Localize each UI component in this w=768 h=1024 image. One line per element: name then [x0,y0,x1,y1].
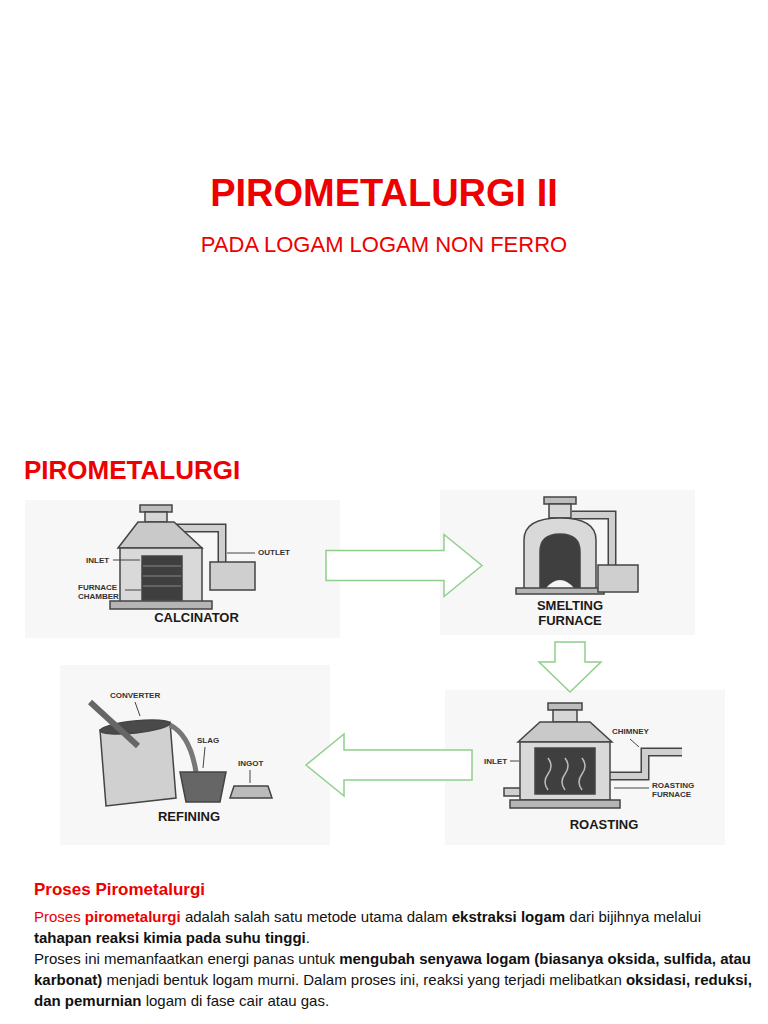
leader-line [227,553,255,554]
chimney-cap [140,505,172,512]
process-stage: REFINING [80,685,298,830]
part-label: INLET [484,757,507,766]
flow-arrow [306,734,472,796]
text-heading: Proses Pirometalurgi [34,880,205,900]
paragraph-line: Proses ini memanfaatkan energi panas unt… [34,948,756,1011]
paragraph-run: pirometalurgi [85,908,181,925]
paragraph-run: Proses [34,908,85,925]
paragraph-line: Proses pirometalurgi adalah salah satu m… [34,906,756,948]
roof [518,722,612,742]
fumes [545,758,585,790]
fume-line [545,758,551,790]
slide-title: PIROMETALURGI II [0,172,768,215]
paragraph-run: menjadi bentuk logam murni. Dalam proses… [102,971,626,988]
part-label: ROASTING FURNACE [652,781,708,799]
paragraph-run: dari bijihnya melalui [565,908,701,925]
paragraph-run: adalah salah satu metode utama dalam [181,908,452,925]
process-stage: CALCINATOR [75,500,318,631]
furnace-base [510,800,620,808]
section-heading: PIROMETALURGI [24,455,240,486]
chimney-neck [549,504,571,518]
fume-line [579,758,585,790]
slag-pot [180,772,226,802]
grille-bar [143,566,181,567]
paragraph-run: Proses ini memanfaatkan energi panas unt… [34,950,339,967]
chamber-grille [143,566,181,586]
furnace-base [516,588,604,594]
stage-caption: ROASTING [480,817,728,832]
grille-bar [143,586,181,587]
leader-line [203,747,205,768]
chimney-pipe-inner [608,752,682,776]
leader-line [113,560,140,561]
paragraph-run: logam di fase cair atau gas. [142,992,330,1009]
flow-arrow [326,535,482,597]
lance-rod [90,702,138,746]
furnace-chamber [142,556,182,600]
flow-arrow [539,642,601,692]
part-label: CONVERTER [110,691,160,700]
chimney-neck [145,512,167,522]
furnace-base [110,601,212,609]
roof [118,522,202,548]
panel [25,500,340,638]
part-label: CHIMNEY [612,727,649,736]
molten-charge [546,580,574,588]
tank [598,565,638,592]
part-label: INGOT [238,759,263,768]
fume-line [562,758,568,790]
chimney-cap [544,497,576,504]
panel [60,665,330,845]
furnace-body [120,548,202,602]
grille-bar [143,576,181,577]
part-label: SLAG [197,736,219,745]
stage-caption: SMELTING FURNACE [515,598,625,628]
furnace-opening [540,534,580,588]
chimney-neck [553,710,577,722]
refining-drawing [90,702,272,806]
part-label: FURNACE CHAMBER [78,583,124,601]
converter-vessel [100,722,176,806]
part-label: OUTLET [258,548,290,557]
process-stage: SMELTING FURNACE [490,490,650,634]
chimney-pipe [608,752,682,776]
furnace-body [520,742,610,800]
leader-line [614,788,649,789]
stage-caption: CALCINATOR [75,610,318,625]
leader-line [630,739,639,747]
part-label: INLET [86,556,109,565]
stage-caption: REFINING [80,809,298,824]
leader-line [135,702,140,716]
paragraph-run: ekstraksi logam [452,908,565,925]
body-paragraph: Proses pirometalurgi adalah salah satu m… [34,906,756,1011]
subtitle: PADA LOGAM LOGAM NON FERRO [0,232,768,258]
pour-stream [170,725,196,772]
outlet-tank [210,562,255,590]
calcinator-drawing [110,505,255,609]
smelting-furnace-drawing [516,497,638,594]
leader-line [125,590,141,591]
roasting-chamber [535,748,595,794]
chimney-cap [548,703,582,710]
stage-panels [25,490,725,845]
leader-line [250,770,251,783]
process-stage: ROASTING [480,700,728,840]
leader-line [510,761,519,762]
furnace-body [524,518,596,590]
paragraph-run: tahapan reaksi kimia pada suhu tinggi [34,929,306,946]
ingot-block [230,786,272,798]
paragraph-run: . [306,929,310,946]
